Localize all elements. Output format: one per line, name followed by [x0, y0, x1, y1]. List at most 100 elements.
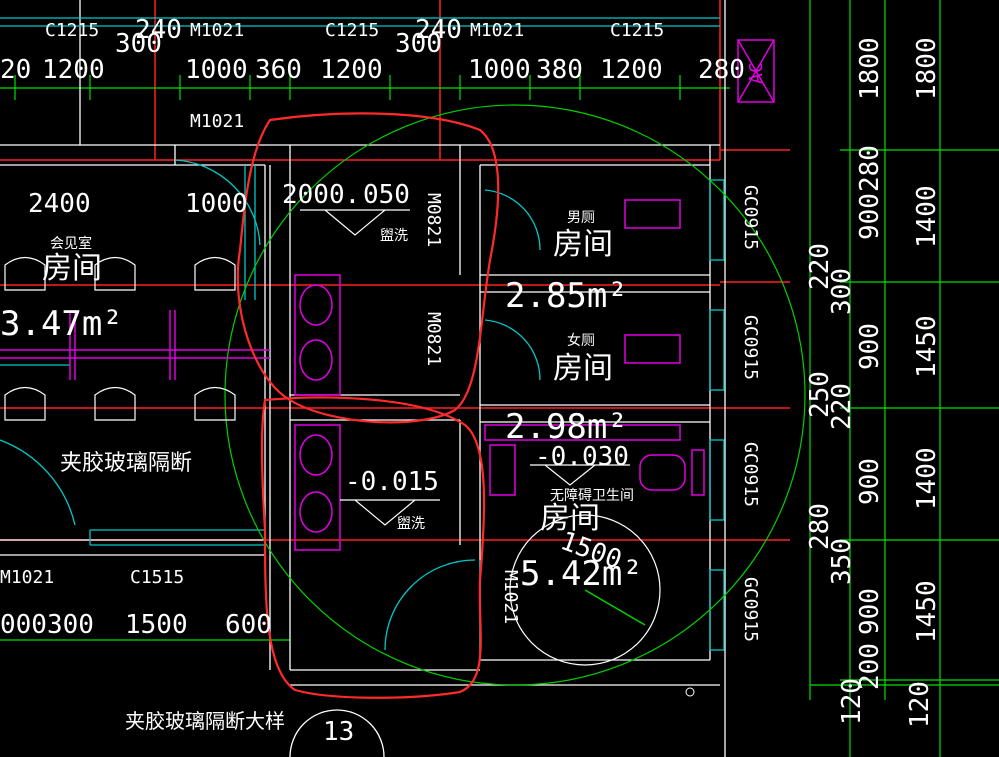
right-dims-a: 1800 900 280 300 220 900 250 220 900 350…: [805, 37, 885, 725]
opening-label: M1021: [0, 567, 54, 588]
basin-counter: [294, 274, 341, 396]
dim-text: 280: [805, 503, 835, 550]
room-name: 无障碍卫生间: [550, 488, 634, 504]
dim-text: 300: [115, 29, 162, 59]
detail-callout-circle: [289, 709, 385, 757]
wheelchair-circle: [509, 514, 661, 666]
window-gc0915: [709, 569, 725, 651]
dim-text: 1000: [185, 55, 248, 85]
elevation-prefix: 2000.: [282, 180, 360, 210]
room-accessible: -0.030 无障碍卫生间 房间 1500 5.42m²: [520, 442, 643, 594]
radius-line: [584, 589, 646, 626]
grab-bar: [484, 424, 681, 441]
window-gc0915: [709, 309, 725, 391]
door-swing-left-lower: [0, 439, 76, 526]
chair-icon: [94, 386, 136, 421]
room-name: 男厕: [567, 210, 595, 226]
dim-text: 1400: [912, 185, 942, 248]
door-tag: M0821: [423, 312, 444, 366]
window-gc0915: [709, 439, 725, 521]
chair-icon: [194, 386, 236, 421]
dim-text: 900: [855, 588, 885, 635]
right-dims-b: 1800 1400 1450 1400 1450 120: [905, 37, 942, 728]
dim-text: 1000: [185, 189, 248, 219]
door-tag: M0821: [423, 193, 444, 247]
detail-number: 13: [323, 717, 354, 747]
elevation-triangle: [354, 499, 416, 526]
window-gc0915: [709, 179, 725, 261]
door-label: M1021: [190, 111, 244, 132]
small-marker: [685, 687, 695, 697]
ac-label: AC: [746, 62, 767, 84]
dim-text: 120: [837, 678, 867, 725]
dim-text: 1400: [912, 447, 942, 510]
room-area: 5.42m²: [520, 554, 643, 594]
basin-icon: [299, 284, 333, 326]
elevation-triangle: [544, 464, 596, 486]
left-room: 2400 1000 会见室 房间 3.47m² 夹胶玻璃隔断 夹胶玻璃隔断大样 …: [0, 189, 354, 747]
annotation-loop-lower: [260, 396, 486, 699]
room-mens: 男厕 房间 2.85m²: [505, 210, 628, 316]
room-name: 女厕: [567, 332, 595, 349]
dim-text: 600: [225, 610, 272, 640]
dim-text: 20: [0, 55, 31, 85]
dim-text: 1200: [320, 55, 383, 85]
opening-label: C1215: [610, 20, 664, 41]
room-area: 2.85m²: [505, 276, 628, 316]
opening-label: M1021: [470, 20, 524, 41]
washroom-label: 盥洗: [397, 516, 425, 532]
dim-text: 300: [395, 29, 442, 59]
basin-counter: [294, 424, 341, 551]
opening-label: C1215: [45, 20, 99, 41]
room-name: 会见室: [50, 235, 92, 252]
basin-icon: [299, 339, 333, 381]
room-word: 房间: [553, 351, 613, 386]
room-word: 房间: [42, 251, 102, 286]
dim-text: 240: [415, 15, 462, 45]
dim-text: 360: [255, 55, 302, 85]
dim-text: 380: [536, 55, 583, 85]
dim-text: 280: [698, 55, 745, 85]
dim-text: 240: [135, 15, 182, 45]
furniture: [0, 39, 775, 551]
dim-text: 000300: [0, 610, 94, 640]
dim-text: 220: [805, 243, 835, 290]
dim-text: 1200: [600, 55, 663, 85]
dim-text: 1800: [855, 37, 885, 100]
dim-text: 1800: [912, 37, 942, 100]
dim-text: 280: [855, 145, 885, 192]
dim-text: 1000: [468, 55, 531, 85]
washroom-label: 盥洗: [380, 228, 408, 244]
basin-icon: [299, 434, 333, 476]
dim-text: 900: [855, 323, 885, 370]
chair-icon: [4, 386, 46, 421]
opening-label: C1215: [325, 20, 379, 41]
chair-icon: [194, 256, 236, 291]
detail-label: 夹胶玻璃隔断大样: [125, 709, 285, 733]
elevation-value: -0.015: [345, 467, 439, 497]
toilet-icon: [624, 334, 681, 364]
window-tag: GC0915: [740, 185, 761, 250]
room-word: 房间: [540, 501, 600, 536]
dim-text: 900: [855, 193, 885, 240]
wash-basin-accessible: [489, 444, 516, 496]
elevation-value: 050: [363, 180, 410, 210]
dim-text: 200: [855, 643, 885, 690]
upper-washroom: 2000. 050 盥洗: [282, 180, 410, 244]
chair-icon: [94, 256, 136, 291]
chair-icon: [4, 256, 46, 291]
dim-text: 350: [827, 538, 857, 585]
opening-label: C1515: [130, 567, 184, 588]
window-tag: GC0915: [740, 315, 761, 380]
opening-label: M1021: [190, 20, 244, 41]
room-area: 3.47m²: [0, 304, 123, 344]
chairs: [4, 256, 236, 421]
dim-text: 250: [805, 371, 835, 418]
dim-text: 1450: [912, 580, 942, 643]
toilet-icon: [639, 454, 686, 491]
annotation-loop-upper: [236, 112, 500, 424]
dim-text: 2400: [28, 189, 91, 219]
elevation-value: -0.030: [535, 442, 629, 472]
